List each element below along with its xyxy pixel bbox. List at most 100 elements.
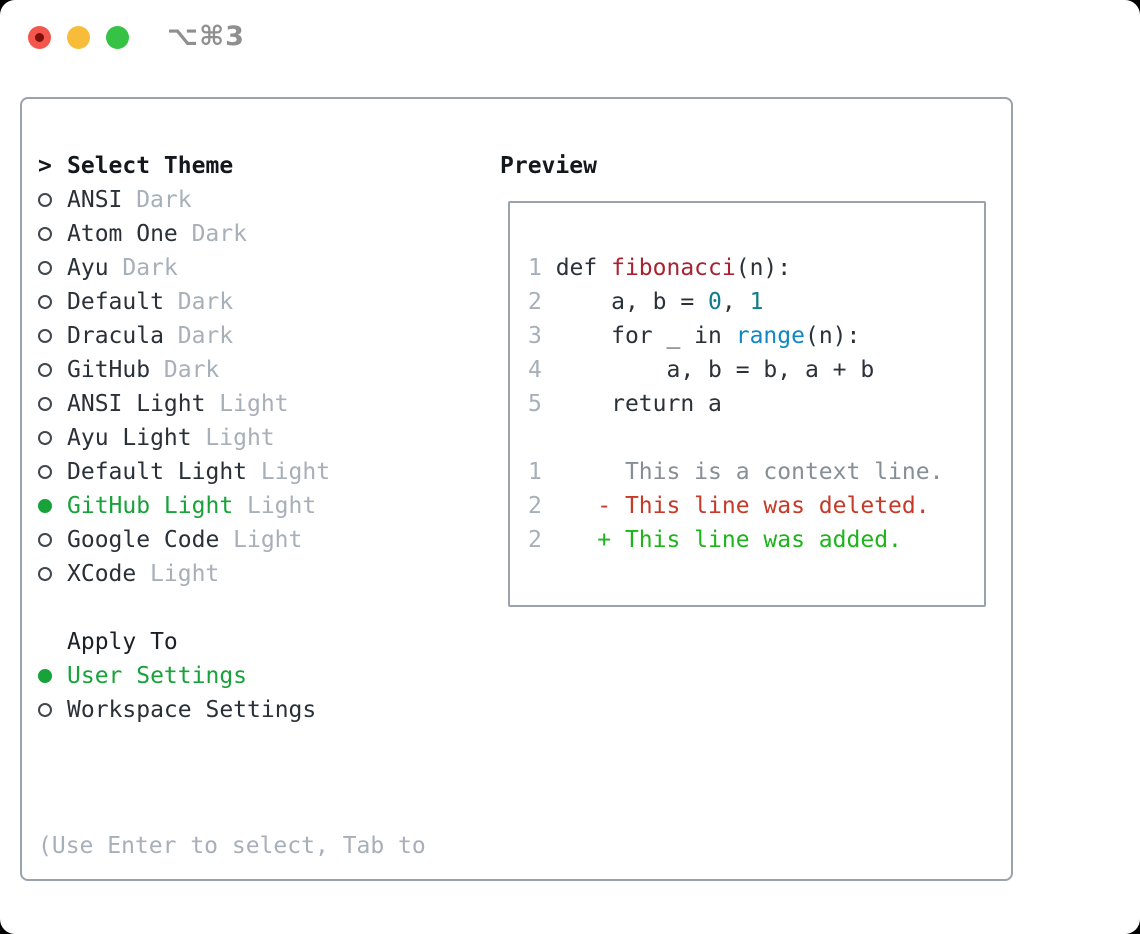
- code-segment: 2: [528, 289, 556, 315]
- radio-unselected-icon: [38, 567, 67, 581]
- theme-name: ANSI Light: [67, 391, 206, 417]
- code-segment: 4: [528, 357, 556, 383]
- theme-name: Default: [67, 289, 164, 315]
- theme-option[interactable]: Ayu Dark: [38, 251, 330, 285]
- apply-to-header-row: Apply To: [38, 625, 316, 659]
- theme-variant: Dark: [177, 323, 234, 349]
- radio-circle: [38, 363, 52, 377]
- code-segment: 1: [749, 289, 764, 315]
- radio-circle: [38, 669, 52, 683]
- theme-list-title: Select Theme: [67, 153, 234, 179]
- code-segment: return a: [555, 391, 722, 417]
- theme-name: Atom One: [67, 221, 178, 247]
- code-line: 2 a, b = 0, 1: [528, 285, 984, 319]
- theme-name: ANSI: [67, 187, 123, 213]
- code-segment: 0: [708, 289, 722, 315]
- code-segment: a, b = b, a + b: [555, 357, 875, 383]
- theme-variant: Dark: [136, 187, 192, 213]
- radio-unselected-icon: [38, 329, 67, 343]
- radio-selected-icon: [38, 669, 67, 683]
- radio-unselected-icon: [38, 295, 67, 309]
- radio-unselected-icon: [38, 703, 67, 717]
- theme-variant: Dark: [191, 221, 247, 247]
- radio-circle: [38, 533, 52, 547]
- code-segment: range: [735, 323, 805, 349]
- radio-unselected-icon: [38, 431, 67, 445]
- code-segment: ,: [721, 289, 750, 315]
- close-button[interactable]: [28, 26, 51, 49]
- theme-variant: Light: [260, 459, 331, 485]
- theme-variant: Dark: [163, 357, 220, 383]
- close-button-dot: [35, 33, 44, 42]
- radio-unselected-icon: [38, 397, 67, 411]
- minimize-button[interactable]: [67, 26, 90, 49]
- theme-variant: Dark: [122, 255, 178, 281]
- theme-option[interactable]: Default Light Light: [38, 455, 330, 489]
- code-segment: - This line was deleted.: [555, 493, 930, 519]
- theme-variant: Light: [205, 425, 275, 451]
- apply-to-label: User Settings: [67, 663, 248, 689]
- radio-unselected-icon: [38, 261, 67, 275]
- radio-unselected-icon: [38, 227, 67, 241]
- apply-to-option[interactable]: User Settings: [38, 659, 316, 693]
- theme-variant: Light: [246, 493, 317, 519]
- code-segment: for _ in: [555, 323, 736, 349]
- theme-option[interactable]: GitHub Dark: [38, 353, 330, 387]
- radio-unselected-icon: [38, 533, 67, 547]
- radio-unselected-icon: [38, 193, 67, 207]
- theme-option[interactable]: ANSI Dark: [38, 183, 330, 217]
- theme-name: XCode: [67, 561, 137, 587]
- code-segment: (n):: [804, 323, 861, 349]
- code-line: 2 - This line was deleted.: [528, 489, 984, 523]
- radio-circle: [38, 227, 52, 241]
- theme-name: Ayu: [67, 255, 109, 281]
- keyboard-hint: (Use Enter to select, Tab to change focu…: [38, 761, 426, 934]
- radio-circle: [38, 397, 52, 411]
- theme-list-header-row: > Select Theme: [38, 149, 330, 183]
- radio-circle: [38, 329, 52, 343]
- apply-to-option[interactable]: Workspace Settings: [38, 693, 316, 727]
- radio-circle: [38, 431, 52, 445]
- titlebar: ⌥⌘3: [0, 0, 1140, 74]
- apply-to-title: Apply To: [67, 629, 178, 655]
- theme-variant: Light: [219, 391, 289, 417]
- theme-variant: Light: [150, 561, 220, 587]
- theme-name: GitHub: [67, 357, 151, 383]
- theme-option[interactable]: ANSI Light Light: [38, 387, 330, 421]
- radio-circle: [38, 703, 52, 717]
- radio-circle: [38, 499, 52, 513]
- code-segment: fibonacci: [611, 255, 736, 281]
- radio-circle: [38, 193, 52, 207]
- theme-name: Default Light: [67, 459, 248, 485]
- code-line: 3 for _ in range(n):: [528, 319, 984, 353]
- code-segment: + This line was added.: [555, 527, 902, 553]
- window-title: ⌥⌘3: [167, 21, 245, 52]
- radio-unselected-icon: [38, 363, 67, 377]
- theme-option[interactable]: Atom One Dark: [38, 217, 330, 251]
- radio-selected-icon: [38, 499, 67, 513]
- theme-name: Google Code: [67, 527, 220, 553]
- preview-title: Preview: [500, 153, 597, 179]
- code-segment: def: [555, 255, 612, 281]
- apply-to-label: Workspace Settings: [67, 697, 317, 723]
- code-line: 5 return a: [528, 387, 984, 421]
- code-segment: 1: [528, 255, 556, 281]
- zoom-button[interactable]: [106, 26, 129, 49]
- keyboard-hint-line1: (Use Enter to select, Tab to: [38, 833, 426, 859]
- theme-option[interactable]: XCode Light: [38, 557, 330, 591]
- code-line: [528, 421, 984, 455]
- code-segment: This is a context line.: [555, 459, 944, 485]
- code-line: 2 + This line was added.: [528, 523, 984, 557]
- code-segment: 1: [528, 459, 556, 485]
- radio-circle: [38, 465, 52, 479]
